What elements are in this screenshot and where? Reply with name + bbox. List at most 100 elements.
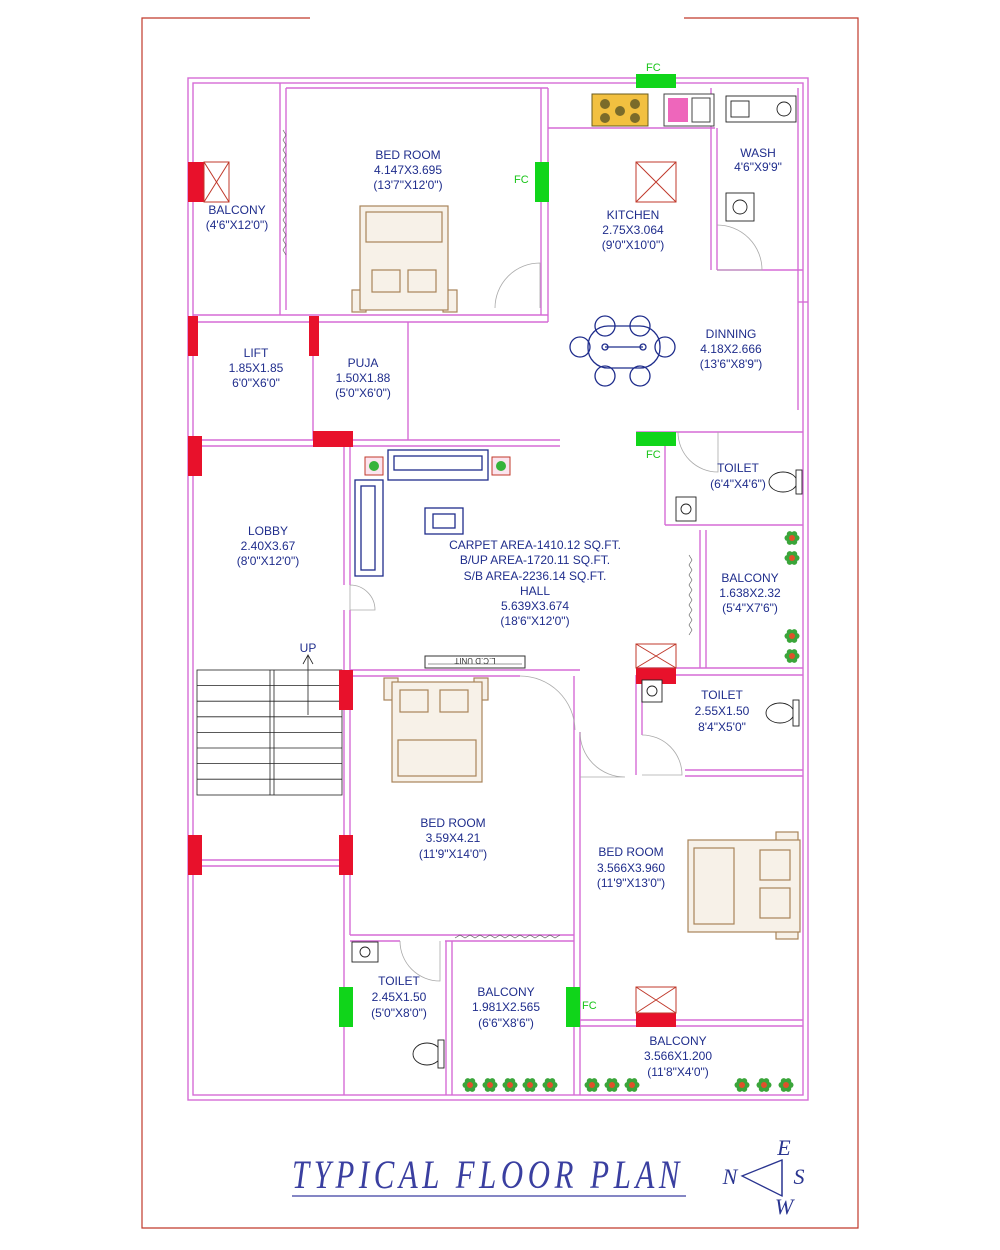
fc-labels: FC FC FC FC xyxy=(514,62,661,1012)
compass-n: N xyxy=(722,1164,739,1189)
compass-rose: N E S W xyxy=(722,1135,805,1219)
door-swings xyxy=(349,224,763,982)
sofa-set xyxy=(354,449,511,577)
plant xyxy=(756,1078,772,1092)
bedroom-right-dim: 3.566X3.960 xyxy=(597,861,665,875)
plant xyxy=(784,531,800,545)
hall-labels: CARPET AREA-1410.12 SQ.FT. B/UP AREA-172… xyxy=(449,538,621,628)
plant xyxy=(784,649,800,663)
balcony-bottom-right-dim: 3.566X1.200 xyxy=(644,1049,712,1063)
plant xyxy=(502,1078,518,1092)
hall-dim: 5.639X3.674 xyxy=(501,599,569,613)
plant xyxy=(778,1078,794,1092)
wash-name: WASH xyxy=(740,146,776,160)
balcony-top-left-ft: (4'6"X12'0") xyxy=(206,218,268,232)
bedroom-top-name: BED ROOM xyxy=(375,148,440,162)
plant xyxy=(522,1078,538,1092)
puja-ft: (5'0"X6'0") xyxy=(335,386,391,400)
balcony-right-name: BALCONY xyxy=(721,571,778,585)
stair-up-label: UP xyxy=(300,641,317,655)
toilet-mid-ft: 8'4"X5'0" xyxy=(698,720,746,734)
plant xyxy=(542,1078,558,1092)
balcony-right-dim: 1.638X2.32 xyxy=(719,586,781,600)
wash-dim: 4'6"X9'9" xyxy=(734,160,782,174)
lcd-unit-label: L.C.D UNIT xyxy=(454,656,495,665)
structural-columns xyxy=(188,162,676,1027)
lobby-dim: 2.40X3.67 xyxy=(241,539,296,553)
kitchen-fixtures xyxy=(591,93,797,222)
compass-s: S xyxy=(794,1164,805,1189)
sheet-border xyxy=(141,17,859,1229)
bedroom-top-ft: (13'7"X12'0") xyxy=(373,178,442,192)
plant xyxy=(784,629,800,643)
interior-walls xyxy=(193,83,808,1095)
dining-table xyxy=(569,315,676,387)
toilet-bottom-dim: 2.45X1.50 xyxy=(372,990,427,1004)
balcony-bottom-mid-name: BALCONY xyxy=(477,985,534,999)
duct-shafts xyxy=(203,161,677,1014)
balcony-bottom-mid-dim: 1.981X2.565 xyxy=(472,1000,540,1014)
balcony-bottom-mid-ft: (6'6"X8'6") xyxy=(478,1016,534,1030)
fc-label: FC xyxy=(582,1000,597,1012)
potted-plants xyxy=(462,531,800,1092)
superbuiltup-area: S/B AREA-2236.14 SQ.FT. xyxy=(464,569,607,583)
outer-walls xyxy=(187,77,809,1101)
carpet-area: CARPET AREA-1410.12 SQ.FT. xyxy=(449,538,621,552)
dinning-dim: 4.18X2.666 xyxy=(700,342,762,356)
lcd-unit: L.C.D UNIT xyxy=(424,655,526,669)
plant xyxy=(734,1078,750,1092)
bedroom-mid-dim: 3.59X4.21 xyxy=(426,831,481,845)
fc-label: FC xyxy=(646,449,661,461)
lift-dim: 1.85X1.85 xyxy=(229,361,284,375)
toilet-mid-name: TOILET xyxy=(701,688,743,702)
toilet-right-name: TOILET xyxy=(717,461,759,475)
balcony-bottom-right-name: BALCONY xyxy=(649,1034,706,1048)
bed-top xyxy=(351,205,458,313)
balcony-top-left-name: BALCONY xyxy=(208,203,265,217)
fc-markers xyxy=(339,74,676,1027)
builtup-area: B/UP AREA-1720.11 SQ.FT. xyxy=(460,553,610,567)
lobby-ft: (8'0"X12'0") xyxy=(237,554,299,568)
plant xyxy=(482,1078,498,1092)
bedroom-mid-name: BED ROOM xyxy=(420,816,485,830)
toilet-fixtures xyxy=(351,469,803,1069)
bedroom-right-name: BED ROOM xyxy=(598,845,663,859)
toilet-bottom-name: TOILET xyxy=(378,974,420,988)
dinning-name: DINNING xyxy=(706,327,757,341)
kitchen-name: KITCHEN xyxy=(607,208,660,222)
title-block: TYPICAL FLOOR PLAN xyxy=(292,1152,686,1197)
toilet-bottom-ft: (5'0"X8'0") xyxy=(371,1006,427,1020)
toilet-right-ft: (6'4"X4'6") xyxy=(710,477,766,491)
lobby-name: LOBBY xyxy=(248,524,288,538)
plant xyxy=(624,1078,640,1092)
plan-title: TYPICAL FLOOR PLAN xyxy=(292,1152,684,1197)
dinning-ft: (13'6"X8'9") xyxy=(700,357,762,371)
fc-label: FC xyxy=(646,62,661,74)
plant xyxy=(604,1078,620,1092)
lift-name: LIFT xyxy=(244,346,269,360)
plant xyxy=(784,551,800,565)
kitchen-ft: (9'0"X10'0") xyxy=(602,238,664,252)
puja-name: PUJA xyxy=(348,356,379,370)
bed-right xyxy=(687,831,801,940)
plant xyxy=(584,1078,600,1092)
bed-mid xyxy=(383,677,489,783)
hall-name: HALL xyxy=(520,584,550,598)
bedroom-right-ft: (11'9"X13'0") xyxy=(597,876,665,890)
sliding-panels xyxy=(282,129,693,939)
fc-label: FC xyxy=(514,174,529,186)
kitchen-dim: 2.75X3.064 xyxy=(602,223,664,237)
balcony-right-ft: (5'4"X7'6") xyxy=(722,601,778,615)
puja-dim: 1.50X1.88 xyxy=(336,371,391,385)
room-labels: BED ROOM 4.147X3.695 (13'7"X12'0") BALCO… xyxy=(206,146,782,1079)
compass-e: E xyxy=(776,1135,791,1160)
plant xyxy=(462,1078,478,1092)
lift-ft: 6'0"X6'0" xyxy=(232,376,280,390)
bedroom-mid-ft: (11'9"X14'0") xyxy=(419,847,487,861)
toilet-mid-dim: 2.55X1.50 xyxy=(695,704,750,718)
balcony-bottom-right-ft: (11'8"X4'0") xyxy=(647,1065,709,1079)
hall-ft: (18'6"X12'0") xyxy=(500,614,569,628)
staircase xyxy=(196,654,343,796)
